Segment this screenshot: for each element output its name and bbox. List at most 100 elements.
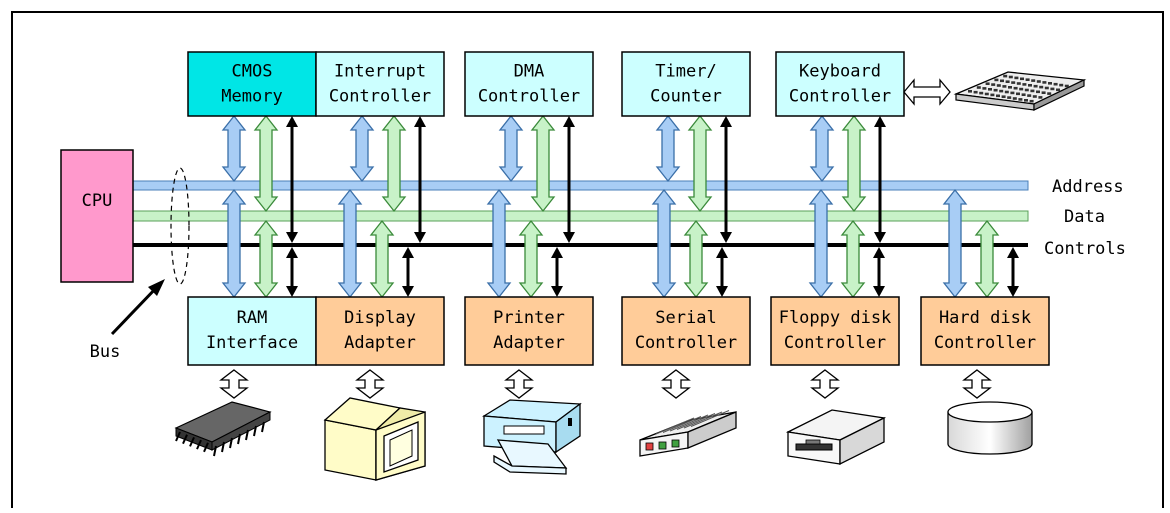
cmos-top-box: CMOS Memory bbox=[187, 51, 317, 117]
dma-label-line2: Controller bbox=[478, 86, 580, 106]
display-device-link-arrow bbox=[355, 369, 385, 399]
timer-label-line2: Counter bbox=[650, 86, 722, 106]
printer-label-line2: Adapter bbox=[493, 333, 565, 353]
interrupt-box-background bbox=[315, 51, 445, 117]
bottom-controllers: RAMInterfaceDisplayAdapterPrinterAdapter… bbox=[187, 296, 1050, 366]
monitor-icon bbox=[323, 397, 426, 481]
timer-box-background bbox=[621, 51, 751, 117]
harddisk-box-background bbox=[920, 296, 1050, 366]
harddisk-label-line2: Controller bbox=[934, 333, 1036, 353]
floppy-label-line2: Controller bbox=[784, 333, 886, 353]
interrupt-label-line1: Interrupt bbox=[334, 61, 426, 81]
cpu-block: CPU bbox=[60, 149, 134, 283]
printer-data-arrow bbox=[518, 219, 544, 299]
floppy-box-background bbox=[770, 296, 900, 366]
interrupt-data-arrow bbox=[381, 114, 407, 213]
timer-label-line1: Timer/ bbox=[655, 61, 716, 81]
connectors bbox=[221, 114, 1019, 299]
ram-data-arrow bbox=[253, 219, 279, 299]
harddisk-label-line1: Hard disk bbox=[939, 308, 1031, 328]
bus-pointer-arrow bbox=[110, 279, 165, 336]
dma-box-background bbox=[464, 51, 594, 117]
ram-box-background bbox=[187, 296, 317, 366]
display-box-background bbox=[315, 296, 445, 366]
cmos-label-line2: Memory bbox=[221, 86, 282, 106]
keyboard-icon bbox=[953, 71, 1087, 111]
interrupt-control-arrow bbox=[414, 116, 426, 243]
keyboard-label-line1: Keyboard bbox=[799, 61, 881, 81]
display-control-arrow bbox=[402, 247, 414, 297]
dma-top-box: DMA Controller bbox=[464, 51, 594, 117]
keyboard-device-link-arrow bbox=[903, 78, 951, 106]
floppy-drive-icon bbox=[785, 409, 887, 466]
ram-label-line1: RAM bbox=[237, 308, 268, 328]
display-data-arrow bbox=[369, 219, 395, 299]
display-label-line1: Display bbox=[344, 308, 416, 328]
printer-device-link-arrow bbox=[504, 369, 534, 399]
timer-data-arrow bbox=[687, 114, 713, 213]
dma-label-line1: DMA bbox=[514, 61, 545, 81]
keyboard-box-background bbox=[775, 51, 905, 117]
printer-icon bbox=[481, 399, 582, 475]
cmos-control-arrow bbox=[286, 116, 298, 243]
keyboard-label-line2: Controller bbox=[789, 86, 891, 106]
memory-chip-icon bbox=[174, 401, 272, 457]
harddisk-device-link-arrow bbox=[962, 369, 992, 399]
timer-top-box: Timer/Counter bbox=[621, 51, 751, 117]
display-label-line2: Adapter bbox=[344, 333, 416, 353]
floppy-device-link-arrow bbox=[810, 369, 840, 399]
serial-device-link-arrow bbox=[661, 369, 691, 399]
harddisk-control-arrow bbox=[1007, 247, 1019, 297]
ram-bottom-box: RAM Interface bbox=[187, 296, 317, 366]
interrupt-address-arrow bbox=[349, 114, 375, 183]
serial-data-arrow bbox=[683, 219, 709, 299]
floppy-control-arrow bbox=[873, 247, 885, 297]
hard-disk-icon bbox=[947, 401, 1033, 455]
bus-label-address: Address bbox=[1052, 177, 1124, 197]
keyboard-address-arrow bbox=[809, 114, 835, 183]
serial-control-arrow bbox=[716, 247, 728, 297]
modem-icon bbox=[639, 410, 737, 457]
outer-border bbox=[11, 11, 1164, 508]
serial-label-line2: Controller bbox=[635, 333, 737, 353]
keyboard-data-arrow bbox=[841, 114, 867, 213]
cmos-address-arrow bbox=[221, 114, 247, 183]
serial-box-background bbox=[621, 296, 751, 366]
ram-device-link-arrow bbox=[219, 369, 249, 399]
data-bus-line bbox=[131, 210, 1029, 222]
printer-control-arrow bbox=[551, 247, 563, 297]
keyboard-control-arrow bbox=[874, 116, 886, 243]
timer-address-arrow bbox=[655, 114, 681, 183]
harddisk-data-arrow bbox=[974, 219, 1000, 299]
cmos-label-line1: CMOS bbox=[232, 61, 273, 81]
interrupt-label-line2: Controller bbox=[329, 86, 431, 106]
dma-address-arrow bbox=[498, 114, 524, 183]
floppy-label-line1: Floppy disk bbox=[779, 308, 892, 328]
bus-caption: Bus bbox=[90, 342, 121, 362]
bus-label-data: Data bbox=[1064, 207, 1105, 227]
control-bus-line bbox=[132, 243, 1028, 247]
serial-label-line1: Serial bbox=[655, 308, 716, 328]
dma-control-arrow bbox=[563, 116, 575, 243]
devices bbox=[174, 71, 1087, 481]
floppy-data-arrow bbox=[840, 219, 866, 299]
printer-box-background bbox=[464, 296, 594, 366]
cmos-data-arrow bbox=[253, 114, 279, 213]
bus-ellipse bbox=[170, 167, 190, 285]
timer-control-arrow bbox=[720, 116, 732, 243]
ram-label-line2: Interface bbox=[206, 333, 298, 353]
printer-label-line1: Printer bbox=[493, 308, 565, 328]
bus-label-controls: Controls bbox=[1044, 239, 1126, 259]
dma-data-arrow bbox=[530, 114, 556, 213]
cpu-label: CPU bbox=[82, 191, 113, 211]
